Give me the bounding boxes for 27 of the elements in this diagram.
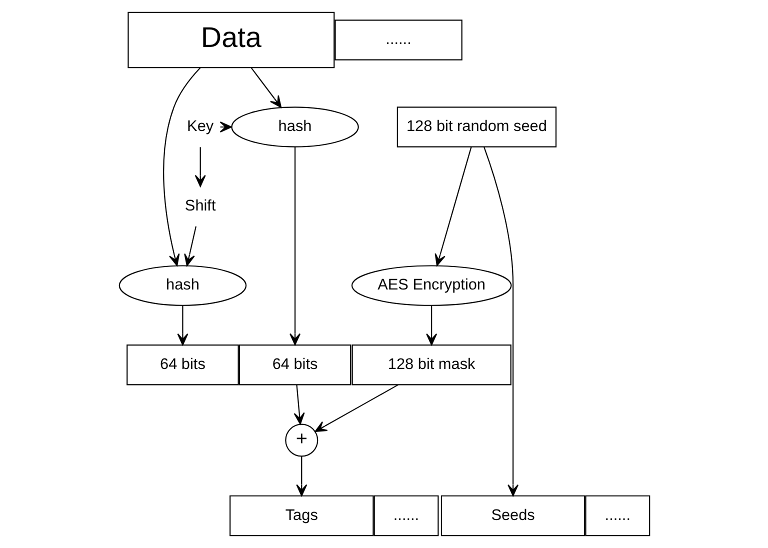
arrow [176, 306, 188, 346]
node-circle: + [284, 424, 318, 457]
node-box: 128 bit mask [351, 344, 511, 386]
node-box: Tags [229, 495, 374, 536]
arrow [434, 146, 472, 266]
arrow [426, 306, 437, 346]
node-box: 64 bits [238, 344, 351, 386]
node-box: Data [127, 12, 334, 68]
node-box: ...... [334, 20, 462, 60]
node-box: ...... [584, 495, 650, 536]
arrow [293, 384, 304, 425]
arrow [314, 384, 398, 432]
node-box: Seeds [440, 495, 585, 536]
arrow [250, 68, 282, 108]
node-box: 128 bit random seed [396, 106, 556, 148]
node-text: Key [186, 118, 214, 136]
arrow [483, 146, 518, 496]
node-ellipse: AES Encryption [350, 265, 512, 306]
node-box: 64 bits [126, 344, 238, 386]
node-ellipse: hash [118, 265, 246, 306]
arrow [289, 146, 300, 346]
arrow [184, 226, 196, 266]
arrow [296, 456, 307, 496]
arrow [162, 67, 200, 266]
arrow [194, 147, 206, 187]
node-text: Shift [184, 197, 216, 214]
node-box: ...... [373, 495, 438, 536]
